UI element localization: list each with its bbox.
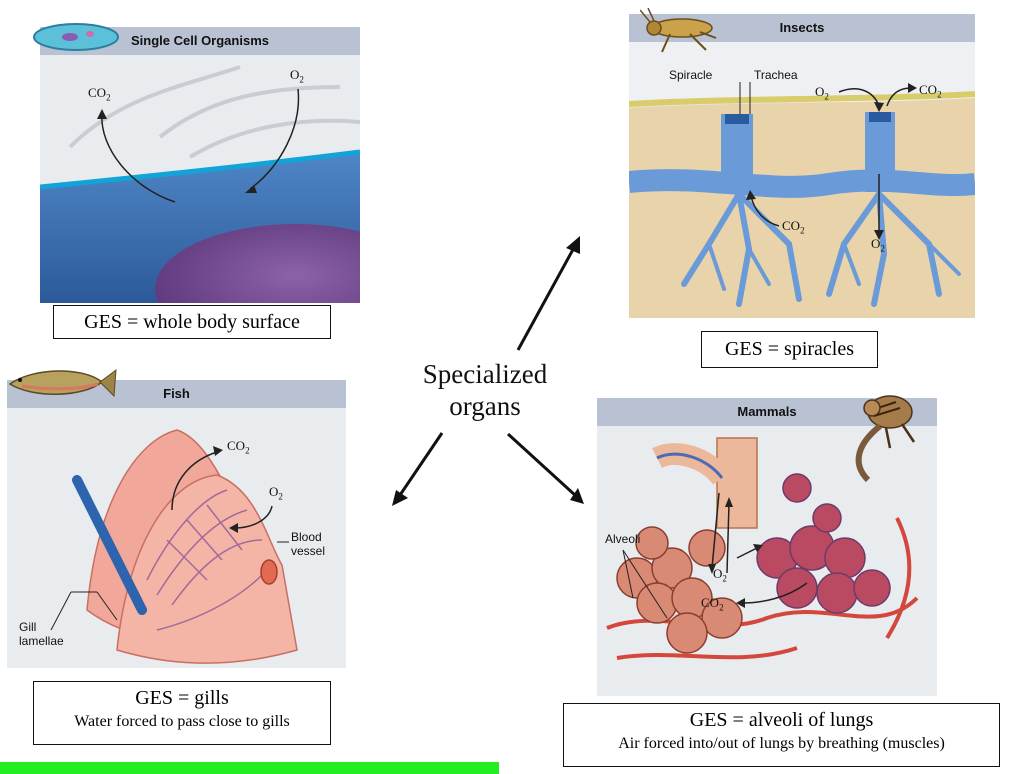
blood-vessel-label-line1: Blood (291, 530, 322, 544)
fish-o2-label: O2 (269, 484, 283, 502)
caption-mammals-text: GES = alveoli of lungs (689, 709, 874, 731)
mammals-o2-label: O2 (713, 566, 727, 584)
panel-insects: Insects Spiracle Trachea O2 CO2 CO2 O2 (629, 14, 975, 318)
caption-insects: GES = spiracles (701, 331, 878, 368)
specialized-organs-label: Specialized organs (395, 358, 575, 422)
insects-co2-top-label: CO2 (919, 82, 942, 100)
caption-fish-subtext: Water forced to pass close to gills (74, 713, 290, 730)
center-arrows (392, 236, 584, 506)
caption-fish: GES = gills Water forced to pass close t… (33, 681, 331, 745)
fish-icon (8, 368, 117, 398)
mammals-co2-label: CO2 (701, 595, 724, 613)
gill-lamellae-label: Gill lamellae (19, 620, 64, 648)
paramecium-icon (33, 23, 119, 51)
chipmunk-icon (855, 395, 916, 483)
caption-insects-text: GES = spiracles (724, 338, 855, 360)
spiracle-label: Spiracle (669, 68, 713, 82)
insect-trachea-illustration (629, 14, 975, 318)
single-cell-illustration (40, 27, 360, 303)
insects-o2-top-label: O2 (815, 84, 829, 102)
caption-fish-text: GES = gills (135, 687, 229, 709)
panel-single-cell: Single Cell Organisms CO2 O2 (40, 27, 360, 303)
insects-title: Insects (779, 20, 825, 35)
fish-gill-illustration (7, 380, 346, 668)
panel-mammals: Mammals Alveoli O2 CO2 (597, 398, 937, 696)
alveoli-label: Alveoli (605, 532, 641, 546)
insects-o2-branch-label: O2 (871, 236, 885, 254)
grasshopper-icon (640, 8, 717, 53)
single-cell-co2-label: CO2 (88, 85, 111, 103)
blood-vessel-label-line2: vessel (291, 544, 326, 558)
caption-mammals: GES = alveoli of lungs Air forced into/o… (563, 703, 1000, 767)
trachea-label: Trachea (754, 68, 798, 82)
caption-mammals-subtext: Air forced into/out of lungs by breathin… (618, 735, 945, 752)
panel-fish: Fish CO2 O2 Blood vessel Gill lamellae (7, 380, 346, 668)
gill-lamellae-label-line1: Gill (19, 620, 37, 634)
single-cell-o2-label: O2 (290, 67, 304, 85)
center-label-line1: Specialized (422, 359, 548, 389)
fish-title: Fish (163, 386, 190, 401)
fish-co2-label: CO2 (227, 438, 250, 456)
single-cell-title: Single Cell Organisms (131, 33, 269, 48)
center-label-line2: organs (449, 391, 521, 421)
insects-co2-branch-label: CO2 (782, 218, 805, 236)
mammal-alveoli-illustration (597, 398, 937, 696)
caption-single-cell: GES = whole body surface (53, 305, 331, 339)
gill-lamellae-label-line2: lamellae (19, 634, 64, 648)
mammals-title: Mammals (737, 404, 797, 419)
blood-vessel-label: Blood vessel (291, 530, 325, 558)
green-accent-bar (0, 762, 499, 774)
caption-single-cell-text: GES = whole body surface (84, 311, 300, 333)
